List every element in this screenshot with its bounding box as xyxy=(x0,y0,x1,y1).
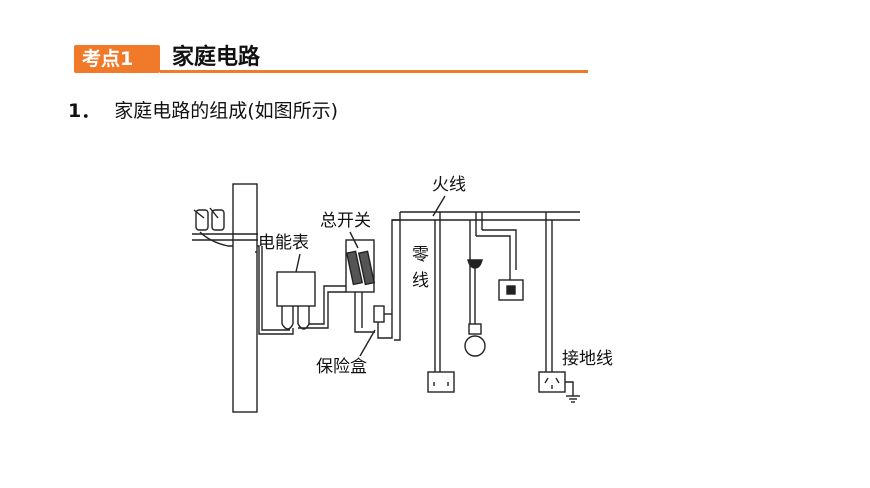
label-electric-meter: 电能表 xyxy=(258,233,309,253)
main-switch xyxy=(345,239,376,293)
ground-symbol xyxy=(565,381,580,403)
electric-meter xyxy=(276,271,316,307)
topic-tag: 考点1 xyxy=(74,45,160,73)
label-live-wire: 火线 xyxy=(432,175,466,195)
label-main-switch: 总开关 xyxy=(320,211,371,231)
service-wire xyxy=(257,245,294,335)
label-neutral-1: 零 xyxy=(412,245,429,265)
utility-pole xyxy=(232,183,258,413)
item-number: 1． xyxy=(68,100,101,122)
topic-title: 家庭电路 xyxy=(172,45,261,70)
label-fuse-box: 保险盒 xyxy=(316,357,367,377)
three-pin-socket xyxy=(538,371,566,393)
two-pin-socket xyxy=(427,371,455,393)
label-ground-wire: 接地线 xyxy=(562,349,613,369)
light-bulb xyxy=(464,323,486,357)
pole-insulators xyxy=(192,207,258,247)
label-neutral-2: 线 xyxy=(412,271,429,291)
list-item: 1． 家庭电路的组成(如图所示) xyxy=(68,96,338,123)
item-text: 家庭电路的组成(如图所示) xyxy=(114,100,339,122)
topic-underline xyxy=(160,70,588,73)
